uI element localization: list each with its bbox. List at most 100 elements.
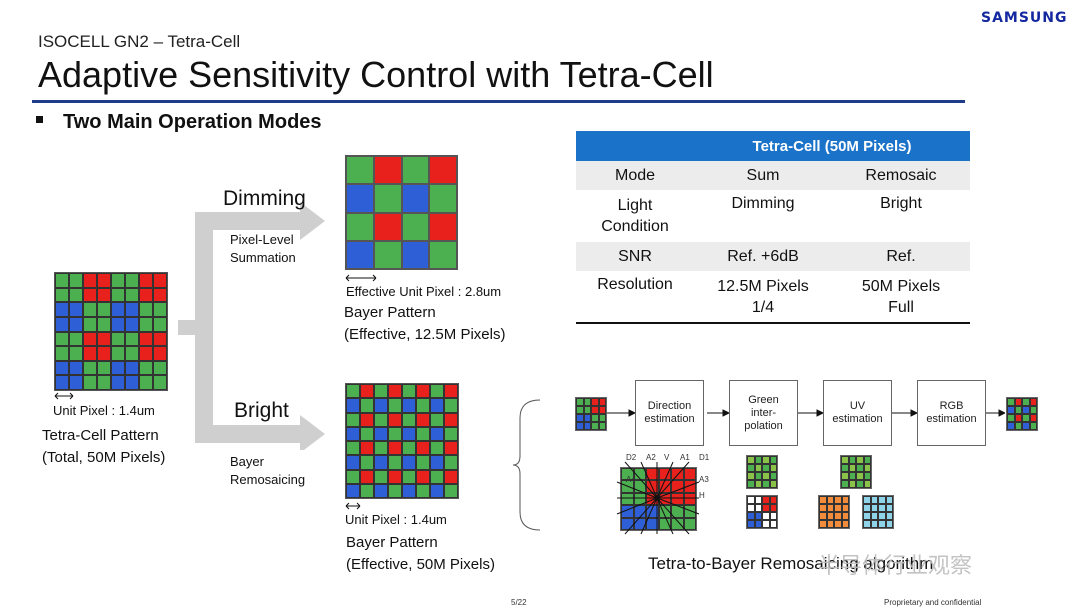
pixel-cell (346, 384, 360, 399)
row-label-mode: Mode (576, 161, 694, 190)
step3-line2: estimation (832, 413, 883, 425)
pixel-cell (153, 346, 167, 361)
pixel-cell (97, 331, 111, 347)
pixel-cell (769, 464, 777, 472)
bright-label: Bright (234, 399, 289, 422)
pixel-cell (834, 520, 842, 528)
pixel-cell (83, 375, 97, 390)
step2-line1: Green (748, 393, 779, 406)
pixel-cell (1014, 398, 1022, 406)
pixel-cell (583, 398, 591, 406)
tetra-cell-grid (54, 272, 168, 391)
dimming-bayer-grid (345, 155, 458, 270)
left-unit-pixel-label: Unit Pixel : 1.4um (53, 403, 155, 418)
pixel-cell (747, 504, 755, 512)
effective-width-arrow-icon (345, 274, 377, 282)
lower-arrow (195, 320, 325, 450)
algorithm-arrows (607, 409, 1005, 417)
pixel-cell (83, 302, 97, 317)
pixel-cell (878, 496, 886, 504)
pixel-cell (97, 302, 111, 317)
pixel-cell (346, 441, 360, 456)
pixel-cell (1014, 422, 1022, 430)
pixel-cell (125, 331, 139, 347)
pixel-cell (373, 240, 402, 269)
pixel-cell (747, 456, 755, 464)
pixel-cell (598, 422, 606, 430)
pixel-cell (576, 398, 584, 406)
row-label-snr: SNR (576, 242, 694, 271)
pixel-cell (55, 316, 69, 332)
pixel-cell (429, 184, 457, 213)
pixel-cell (444, 426, 458, 441)
pixel-cell (598, 414, 606, 422)
res-rem-1: 50M Pixels (861, 277, 941, 295)
pixel-cell (416, 455, 430, 470)
cell-light-sum: Dimming (731, 195, 795, 212)
pixel-cell (153, 375, 167, 390)
mode-comparison-table: Tetra-Cell (50M Pixels) Mode Sum Remosai… (576, 131, 970, 324)
pixel-cell (863, 496, 871, 504)
pixel-cell (576, 422, 584, 430)
pixel-cell (83, 360, 97, 376)
pixel-cell (416, 426, 430, 441)
step2-line3: polation (744, 419, 783, 432)
pixel-cell (69, 316, 83, 332)
pixel-cell (55, 346, 69, 361)
pixel-cell (55, 331, 69, 347)
dir-label-v: V (664, 453, 670, 462)
pixel-cell (762, 456, 770, 464)
table-header-row: Tetra-Cell (50M Pixels) (576, 131, 970, 161)
pixel-cell (111, 302, 125, 317)
pixel-cell (885, 512, 893, 520)
pixel-cell (754, 464, 762, 472)
pixel-cell (598, 406, 606, 414)
orange-patch (818, 495, 850, 529)
pixel-cell (769, 472, 777, 480)
pixel-cell (69, 360, 83, 376)
pixel-cell (826, 496, 834, 504)
light-line-1: Light (617, 197, 653, 214)
pixel-cell (671, 480, 684, 493)
pixel-cell (346, 426, 360, 441)
pixel-cell (769, 496, 777, 504)
pixel-cell (346, 469, 360, 484)
dimming-bayer-caption: Bayer Pattern (344, 304, 436, 321)
pixel-cell (754, 480, 762, 488)
pixel-cell (583, 406, 591, 414)
pixel-cell (97, 316, 111, 332)
pixel-cell (83, 287, 97, 303)
cell-snr-remosaic: Ref. (832, 242, 970, 271)
res-sum-2: 1/4 (751, 298, 775, 316)
pixel-cell (416, 412, 430, 427)
pixel-cell (591, 414, 599, 422)
pixel-cell (762, 504, 770, 512)
pixel-cell (360, 441, 374, 456)
pixel-cell (762, 472, 770, 480)
bullet-heading: Two Main Operation Modes (36, 111, 322, 134)
pixel-cell (402, 398, 416, 413)
pixel-cell (69, 346, 83, 361)
pixel-cell (388, 426, 402, 441)
step1-line2: estimation (644, 413, 695, 425)
pixel-cell (153, 287, 167, 303)
dir-label-a4: A4 (626, 475, 636, 484)
pixel-cell (125, 375, 139, 390)
pixel-cell (1029, 414, 1037, 422)
pixel-cell (848, 472, 856, 480)
pixel-cell (360, 412, 374, 427)
pixel-cell (153, 360, 167, 376)
pixel-cell (346, 398, 360, 413)
pixel-cell (374, 412, 388, 427)
pixel-cell (856, 464, 864, 472)
dimming-label: Dimming (223, 187, 306, 210)
pixel-cell (346, 240, 374, 269)
pixel-cell (671, 492, 684, 506)
pixel-cell (754, 496, 762, 504)
pixel-cell (139, 360, 153, 376)
pixel-cell (762, 512, 770, 520)
cell-light-remosaic: Bright (880, 195, 922, 212)
pixel-cell (819, 520, 827, 528)
pixel-cell (360, 384, 374, 399)
table-row: Mode Sum Remosaic (576, 161, 970, 190)
